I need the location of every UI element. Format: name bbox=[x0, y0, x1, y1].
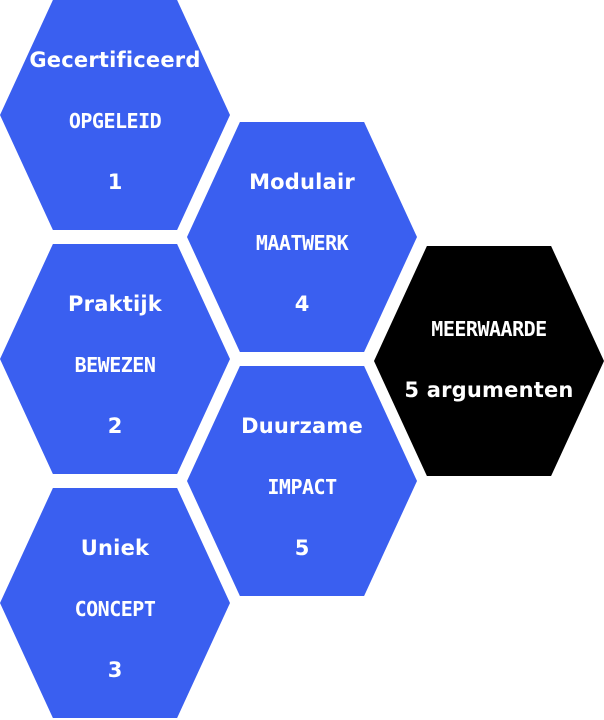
hexagon-number: 1 bbox=[107, 169, 123, 194]
hexagon-meerwaarde: MEERWAARDE 5 argumenten bbox=[374, 246, 604, 476]
hexagon-argument-3: Uniek CONCEPT 3 bbox=[0, 488, 230, 718]
hexagon-title: Praktijk bbox=[68, 291, 162, 316]
hexagon-argument-1: Gecertificeerd OPGELEID 1 bbox=[0, 0, 230, 230]
hexagon-number: 5 bbox=[294, 535, 310, 560]
hexagon-number: 3 bbox=[107, 657, 123, 682]
hexagon-subtitle: MAATWERK bbox=[255, 230, 349, 255]
center-subtitle: 5 argumenten bbox=[404, 377, 574, 402]
hexagon-subtitle: BEWEZEN bbox=[74, 352, 156, 377]
hexagon-title: Duurzame bbox=[241, 413, 363, 438]
hexagon-subtitle: OPGELEID bbox=[68, 108, 162, 133]
hexagon-title: Modulair bbox=[249, 169, 355, 194]
hexagon-argument-4: Modulair MAATWERK 4 bbox=[187, 122, 417, 352]
hexagon-number: 4 bbox=[294, 291, 310, 316]
hexagon-title: Uniek bbox=[80, 535, 150, 560]
hexagon-argument-5: Duurzame IMPACT 5 bbox=[187, 366, 417, 596]
hexagon-argument-2: Praktijk BEWEZEN 2 bbox=[0, 244, 230, 474]
hexagon-number: 2 bbox=[107, 413, 123, 438]
hexagon-subtitle: IMPACT bbox=[267, 474, 337, 499]
center-title: MEERWAARDE bbox=[431, 316, 547, 341]
hexagon-subtitle: CONCEPT bbox=[74, 596, 156, 621]
hexagon-title: Gecertificeerd bbox=[29, 47, 201, 72]
